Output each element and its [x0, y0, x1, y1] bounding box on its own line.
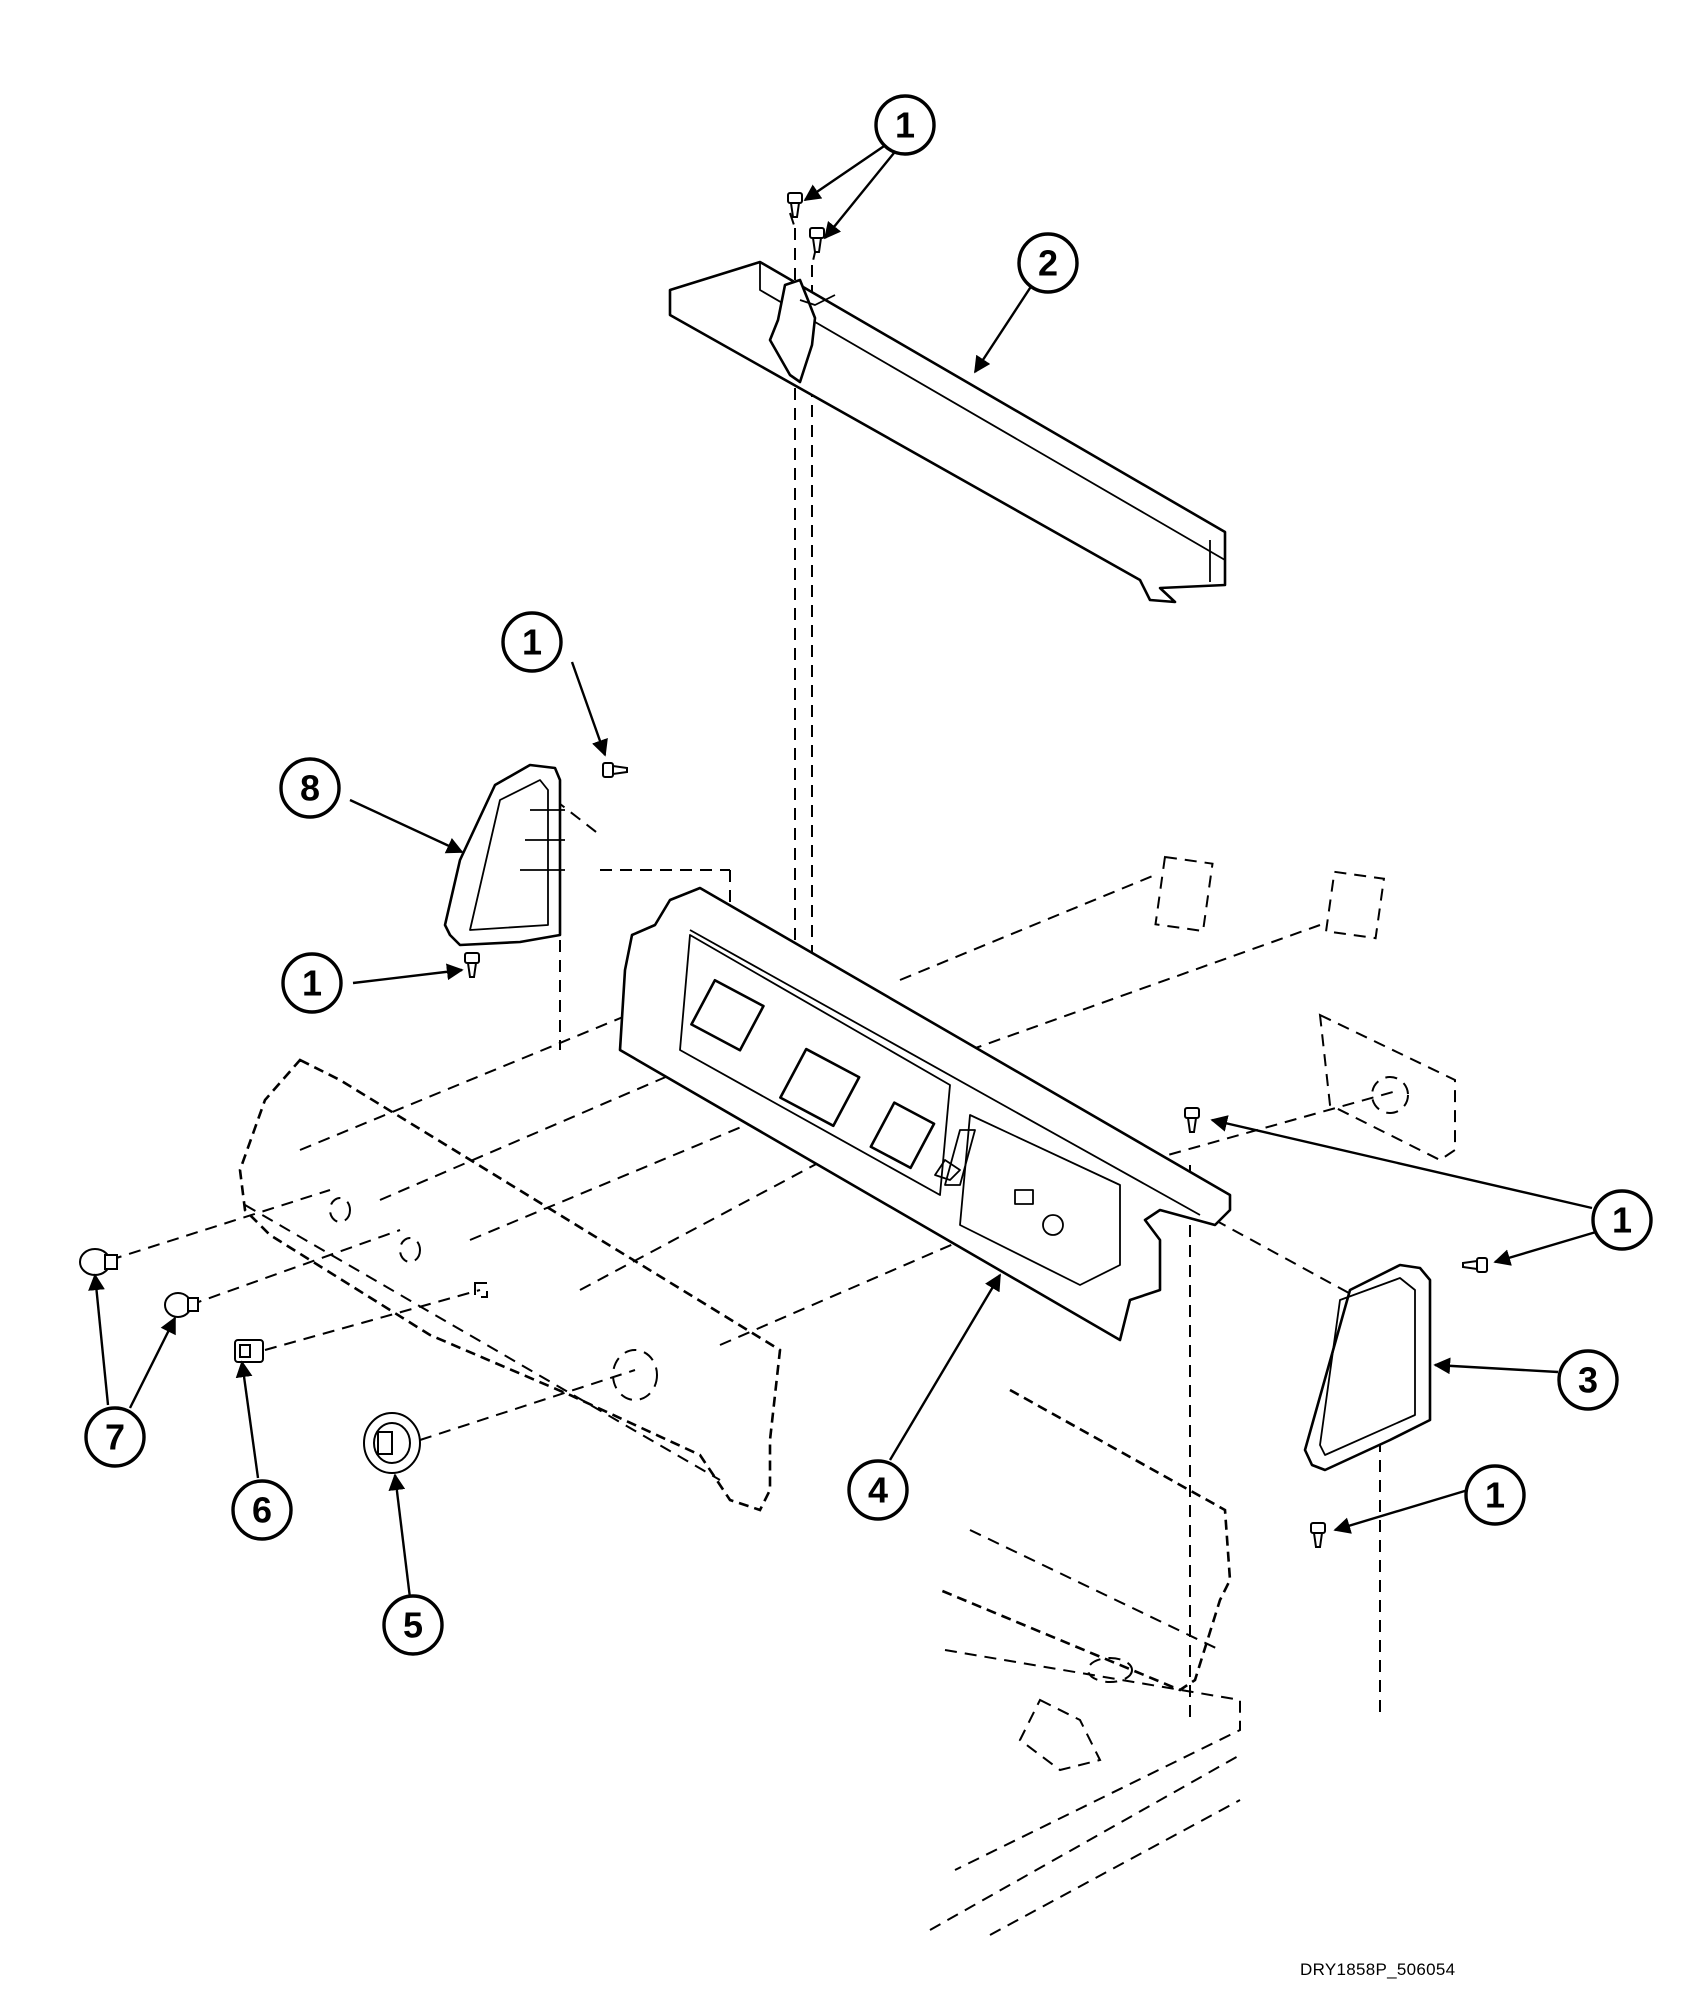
callout-6: 6	[231, 1479, 293, 1541]
callout-1-left-lower: 1	[281, 952, 343, 1014]
control-components-ghost	[1154, 855, 1456, 1162]
push-button-icon	[363, 1412, 421, 1474]
drawing-code: DRY1858P_506054	[1300, 1960, 1456, 1979]
callout-7: 7	[84, 1406, 146, 1468]
callout-label: 1	[1485, 1475, 1505, 1516]
screws	[464, 192, 1488, 1548]
callout-label: 7	[105, 1417, 125, 1458]
callout-3: 3	[1557, 1349, 1619, 1411]
screw-icon	[1462, 1257, 1488, 1273]
callout-4: 4	[847, 1459, 909, 1521]
screw-icon	[1184, 1107, 1200, 1133]
callout-label: 1	[302, 963, 322, 1004]
front-panel-ghost	[238, 1058, 1241, 1936]
screw-icon	[602, 762, 628, 778]
right-end-cap-part	[1303, 1263, 1432, 1472]
callout-8: 8	[279, 757, 341, 819]
callout-label: 1	[895, 105, 915, 146]
top-trim-part	[668, 260, 1227, 604]
callout-label: 8	[300, 768, 320, 809]
callout-1-right: 1	[1591, 1189, 1653, 1251]
control-panel-console-part	[618, 886, 1232, 1342]
callout-label: 2	[1038, 243, 1058, 284]
screw-icon	[787, 192, 803, 218]
callout-1-top: 1	[874, 94, 936, 156]
left-end-cap-part	[443, 763, 565, 947]
callout-label: 4	[868, 1470, 888, 1511]
callout-label: 3	[1578, 1360, 1598, 1401]
screw-icon	[809, 227, 825, 253]
leader-lines	[88, 141, 1597, 1599]
knob-icon	[79, 1248, 118, 1276]
screw-icon	[1310, 1522, 1326, 1548]
knob-icon	[164, 1292, 199, 1318]
callout-label: 5	[403, 1605, 423, 1646]
callout-label: 1	[522, 622, 542, 663]
callout-1-right-lower: 1	[1464, 1464, 1526, 1526]
callout-label: 6	[252, 1490, 272, 1531]
callout-2: 2	[1017, 232, 1079, 294]
callout-5: 5	[382, 1594, 444, 1656]
rocker-switch-icon	[234, 1339, 264, 1363]
callout-1-left-upper: 1	[501, 611, 563, 673]
callout-label: 1	[1612, 1200, 1632, 1241]
knobs-and-switches	[79, 1248, 421, 1474]
screw-icon	[464, 952, 480, 978]
